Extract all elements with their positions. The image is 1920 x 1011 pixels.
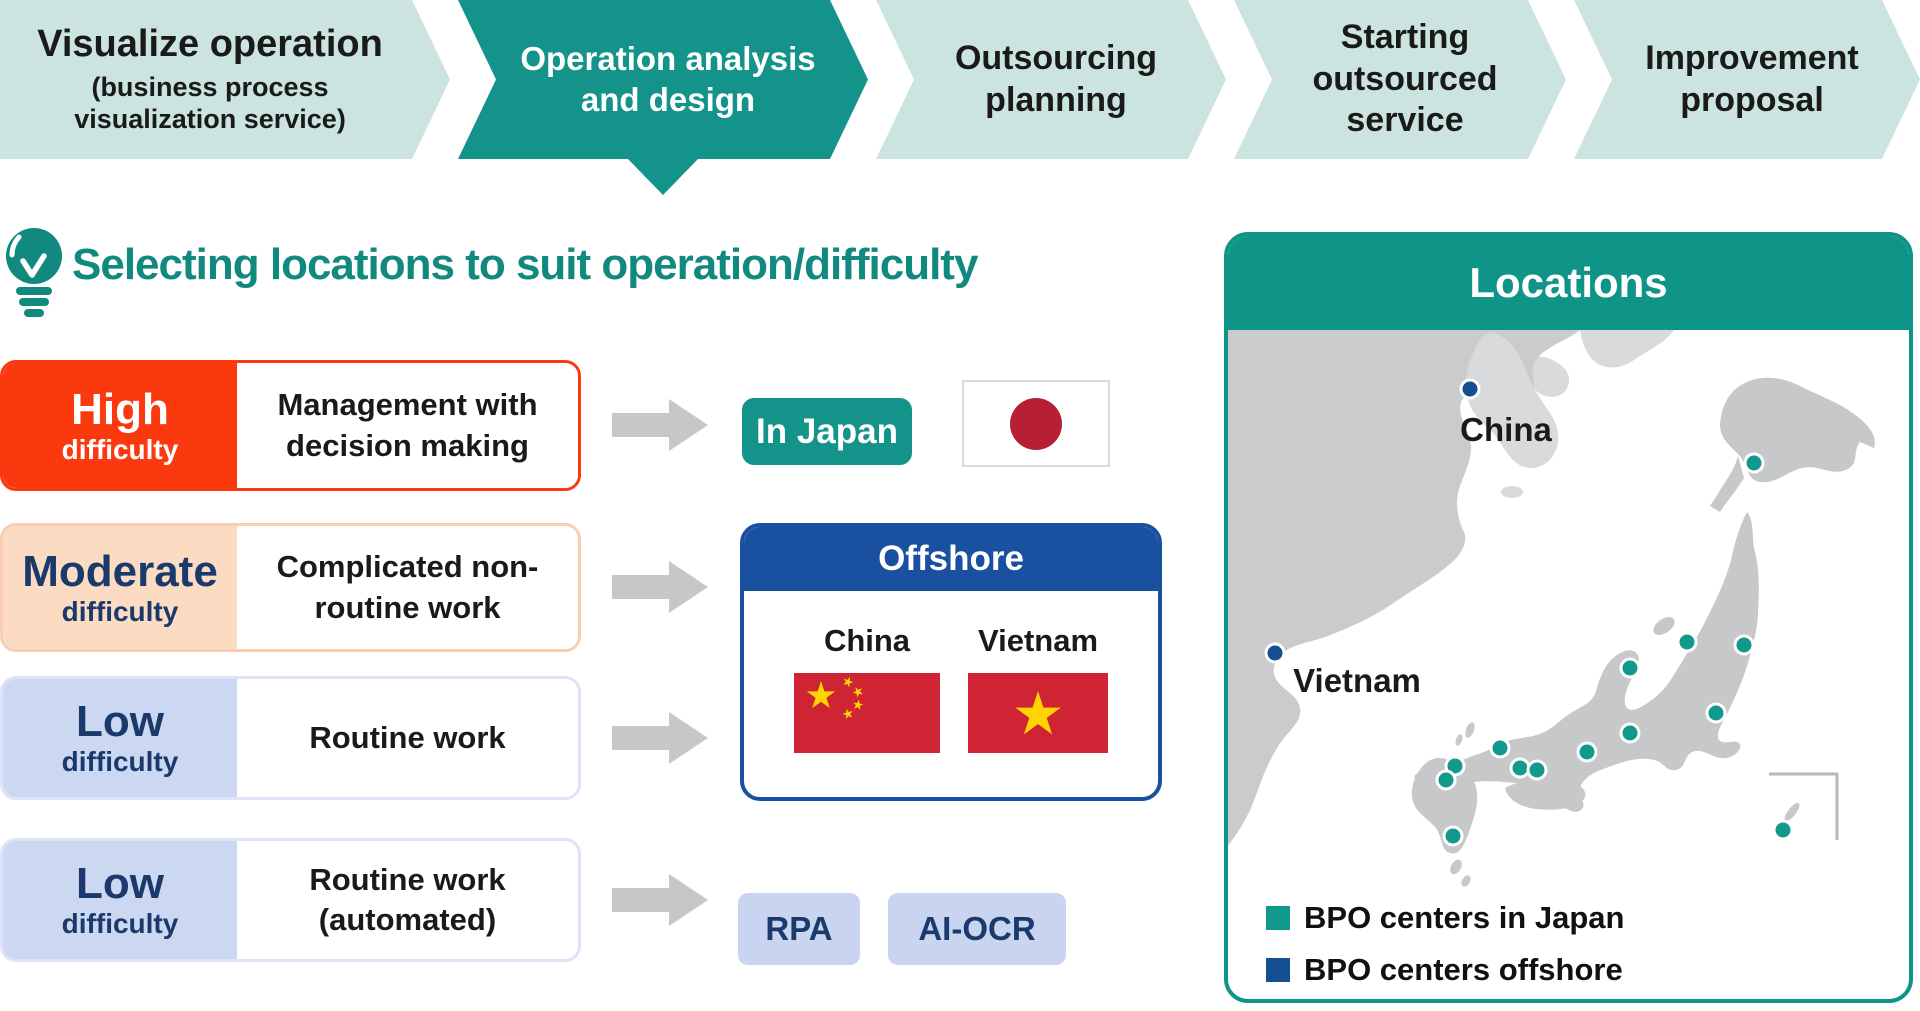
difficulty-row-low-routine: Low difficulty Routine work — [0, 676, 581, 800]
difficulty-row-low-automated: Low difficulty Routine work (automated) — [0, 838, 581, 962]
difficulty-description: Complicated non-routine work — [237, 526, 578, 649]
difficulty-description: Routine work — [237, 679, 578, 797]
bpo-center-japan-dot — [1676, 631, 1698, 653]
bpo-center-offshore-dot-china — [1459, 378, 1481, 400]
step-label: Outsourcing planning — [954, 39, 1158, 119]
difficulty-badge: Low difficulty — [3, 679, 237, 797]
difficulty-word: difficulty — [61, 595, 179, 627]
offshore-country-vietnam: Vietnam — [977, 623, 1099, 658]
process-step-outsourcing-planning: Outsourcing planning — [876, 0, 1226, 159]
difficulty-badge: Moderate difficulty — [3, 526, 237, 649]
locations-title: Locations — [1228, 236, 1909, 330]
difficulty-description: Routine work (automated) — [237, 841, 578, 959]
legend-swatch-offshore — [1266, 958, 1290, 982]
difficulty-level: Low — [76, 859, 164, 909]
legend-bpo-japan: BPO centers in Japan — [1266, 900, 1624, 936]
legend-label: BPO centers offshore — [1304, 952, 1623, 987]
offshore-title: Offshore — [744, 527, 1158, 591]
step-label: Improvement proposal — [1645, 39, 1859, 119]
east-asia-map: China Vietnam — [1228, 330, 1875, 887]
bpo-center-japan-dot — [1772, 819, 1794, 841]
process-step-improvement-proposal: Improvement proposal — [1574, 0, 1920, 159]
difficulty-word: difficulty — [61, 908, 179, 940]
step-label: Operation analysis and design — [520, 40, 816, 118]
rpa-badge: RPA — [738, 893, 860, 965]
legend-swatch-japan — [1266, 906, 1290, 930]
process-step-operation-analysis: Operation analysis and design — [458, 0, 868, 159]
difficulty-badge: High difficulty — [3, 363, 237, 488]
difficulty-word: difficulty — [61, 433, 179, 465]
difficulty-row-moderate: Moderate difficulty Complicated non-rout… — [0, 523, 581, 652]
china-flag — [794, 673, 940, 753]
difficulty-description: Management with decision making — [237, 363, 578, 488]
difficulty-level: Low — [76, 697, 164, 747]
right-arrow-icon — [612, 712, 708, 764]
step-sublabel: (business process visualization service) — [74, 71, 346, 135]
bpo-center-dots — [1264, 378, 1794, 847]
page-title: Selecting locations to suit operation/di… — [72, 240, 978, 289]
bpo-center-japan-dot — [1435, 769, 1457, 791]
offshore-box: Offshore China Vietnam — [740, 523, 1162, 801]
active-step-pointer — [627, 158, 699, 195]
japan-flag-sun — [1010, 397, 1062, 450]
lightbulb-icon — [6, 228, 62, 317]
process-step-visualize-operation: Visualize operation (business process vi… — [0, 0, 450, 159]
bpo-center-japan-dot — [1442, 825, 1464, 847]
bpo-center-japan-dot — [1619, 657, 1641, 679]
ai-ocr-badge: AI-OCR — [888, 893, 1066, 965]
step-label: Starting outsourced service — [1312, 18, 1498, 140]
difficulty-row-high: High difficulty Management with decision… — [0, 360, 581, 491]
bpo-center-japan-dot — [1576, 741, 1598, 763]
step-label: Visualize operation — [37, 23, 383, 66]
in-japan-badge: In Japan — [742, 398, 912, 465]
legend-bpo-offshore: BPO centers offshore — [1266, 952, 1623, 988]
vietnam-flag — [968, 673, 1108, 753]
difficulty-level: High — [71, 384, 169, 434]
legend-label: BPO centers in Japan — [1304, 900, 1625, 935]
difficulty-badge: Low difficulty — [3, 841, 237, 959]
offshore-country-china: China — [823, 623, 911, 658]
japan-flag — [962, 380, 1110, 467]
bpo-center-japan-dot — [1733, 634, 1755, 656]
right-arrow-icon — [612, 399, 708, 451]
bpo-center-japan-dot — [1489, 737, 1511, 759]
okinawa-inset-bracket — [1769, 772, 1839, 840]
bpo-center-japan-dot — [1743, 452, 1765, 474]
locations-panel: Locations — [1224, 232, 1913, 1003]
bpo-center-japan-dot — [1526, 759, 1548, 781]
process-step-starting-service: Starting outsourced service — [1234, 0, 1566, 159]
map-label-vietnam: Vietnam — [1293, 662, 1421, 699]
right-arrow-icon — [612, 874, 708, 926]
difficulty-level: Moderate — [22, 546, 218, 596]
difficulty-word: difficulty — [61, 746, 179, 778]
right-arrow-icon — [612, 561, 708, 613]
bpo-center-japan-dot — [1705, 702, 1727, 724]
bpo-center-japan-dot — [1509, 757, 1531, 779]
bpo-center-japan-dot — [1619, 722, 1641, 744]
bpo-center-offshore-dot-vietnam — [1264, 642, 1286, 664]
map-label-china: China — [1460, 411, 1552, 448]
